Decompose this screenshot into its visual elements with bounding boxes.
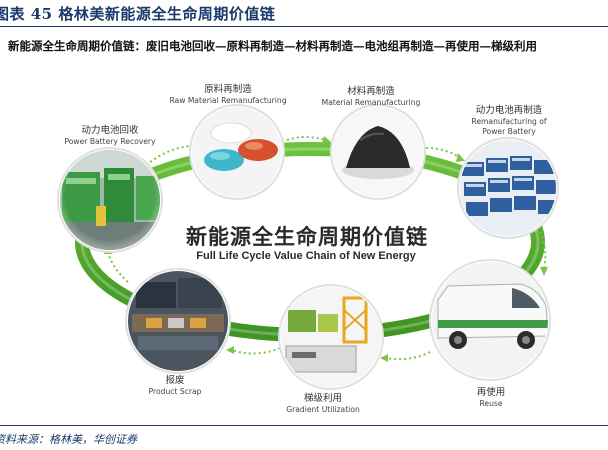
arrowhead-van	[540, 267, 548, 276]
stage-cn: 动力电池回收	[64, 125, 155, 137]
stage-label-material: 材料再制造 Material Remanufacturing	[322, 86, 421, 108]
stage-cn: 报废	[149, 375, 202, 387]
source-note: 资料来源：格林美，华创证券	[0, 431, 137, 447]
center-title-en: Full Life Cycle Value Chain of New Energ…	[196, 250, 415, 262]
stage-cn: 动力电池再制造	[471, 105, 546, 117]
stage-cn: 材料再制造	[322, 86, 421, 98]
stage-en: Power Battery Recovery	[64, 137, 155, 147]
footer-rule	[0, 425, 608, 426]
stage-label-gradient: 梯级利用 Gradient Utilization	[286, 393, 360, 415]
black-powder-image	[331, 105, 425, 199]
scrapped-batteries-image	[126, 269, 230, 373]
stage-en: Raw Material Remanufacturing	[169, 96, 286, 106]
arrowhead-scrap	[226, 346, 234, 354]
recycling-plant-image	[58, 148, 162, 254]
stage-cn: 再使用	[477, 387, 506, 399]
stage-cn: 梯级利用	[286, 393, 360, 405]
stage-en: Product Scrap	[149, 387, 202, 397]
arrow-van-to-storage	[386, 352, 430, 359]
stage-en: Power Battery	[471, 127, 546, 137]
stage-cn: 原料再制造	[169, 84, 286, 96]
stage-label-reuse: 再使用 Reuse	[477, 387, 506, 409]
stage-label-module: 动力电池再制造 Remanufacturing of Power Battery	[471, 105, 546, 137]
stage-label-raw-material: 原料再制造 Raw Material Remanufacturing	[169, 84, 286, 106]
stage-en: Reuse	[477, 399, 506, 409]
raw-material-powders-image	[190, 105, 284, 199]
stage-label-recovery: 动力电池回收 Power Battery Recovery	[64, 125, 155, 147]
stage-label-scrap: 报废 Product Scrap	[149, 375, 202, 397]
energy-storage-image	[279, 285, 383, 389]
arrowhead-storage	[380, 354, 388, 362]
electric-van-image	[430, 260, 550, 380]
battery-modules-image	[458, 138, 558, 238]
center-title-cn: 新能源全生命周期价值链	[186, 221, 428, 251]
stage-en: Remanufacturing of	[471, 117, 546, 127]
stage-en: Material Remanufacturing	[322, 98, 421, 108]
arrow-storage-to-scrap	[232, 348, 280, 354]
arrow-raw-to-material	[287, 137, 325, 140]
arrowhead-module	[456, 153, 465, 162]
arrow-scrap-to-recovery	[108, 252, 128, 282]
stage-en: Gradient Utilization	[286, 405, 360, 415]
